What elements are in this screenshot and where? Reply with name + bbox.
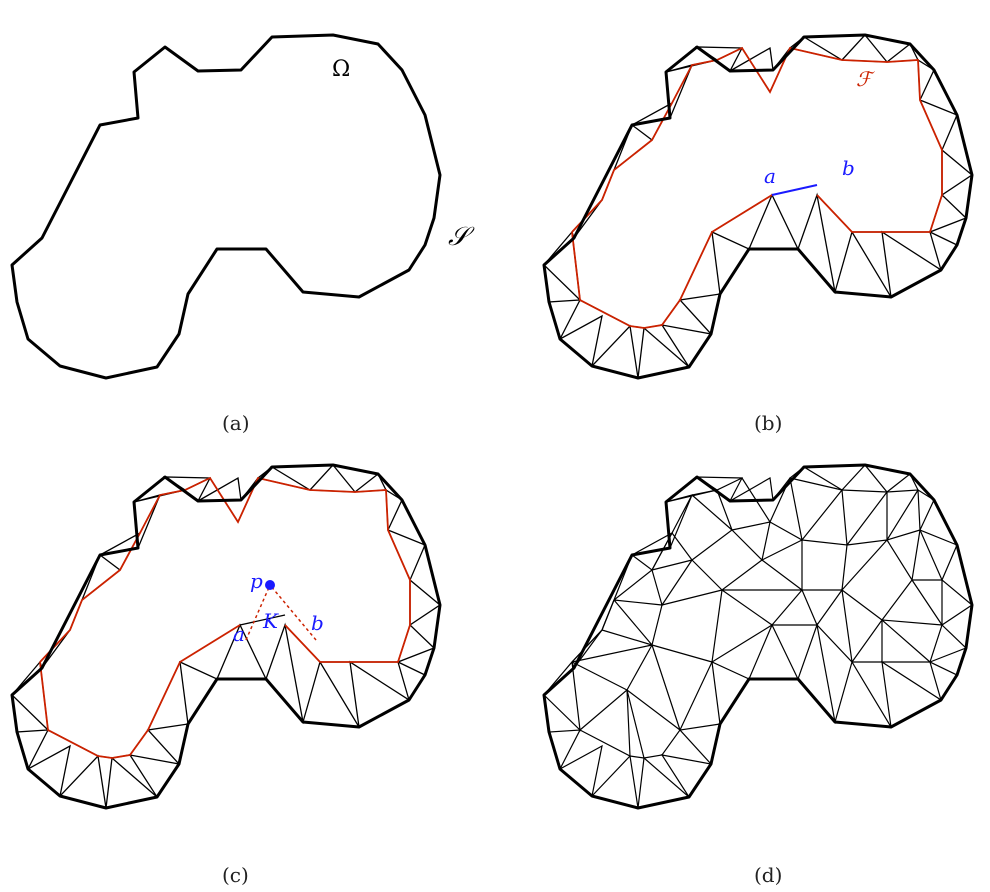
panel-d: (d) [542, 463, 974, 887]
dashed-edge-ap [245, 584, 271, 641]
point-a-label: a [233, 622, 245, 646]
panel-b: ℱ a b (b) [542, 33, 974, 435]
domain-boundary [10, 463, 442, 810]
caption-b: (b) [754, 411, 782, 435]
triangle-k-label: K [262, 609, 279, 633]
caption-a: (a) [222, 411, 250, 435]
point-p [265, 580, 275, 590]
domain-label: Ω [332, 57, 350, 82]
point-a-label: a [764, 164, 776, 188]
domain-boundary [542, 33, 974, 380]
panel-a: Ω 𝒮 (a) [10, 33, 475, 435]
boundary-layer-mesh [11, 464, 442, 809]
point-p-label: p [250, 569, 263, 593]
panel-c: p K a b (c) [10, 463, 442, 887]
point-b-label: b [311, 611, 324, 635]
caption-d: (d) [754, 863, 782, 887]
edge-ab [239, 614, 286, 626]
boundary-layer-mesh [543, 34, 974, 379]
point-b-label: b [842, 156, 855, 180]
edge-ab [771, 184, 818, 196]
domain-boundary [10, 33, 442, 380]
advancing-front [39, 476, 411, 759]
full-mesh [543, 464, 974, 809]
caption-c: (c) [222, 863, 249, 887]
domain-boundary [542, 463, 974, 810]
boundary-label: 𝒮 [448, 222, 475, 252]
front-label: ℱ [856, 67, 875, 91]
advancing-front [571, 46, 943, 329]
